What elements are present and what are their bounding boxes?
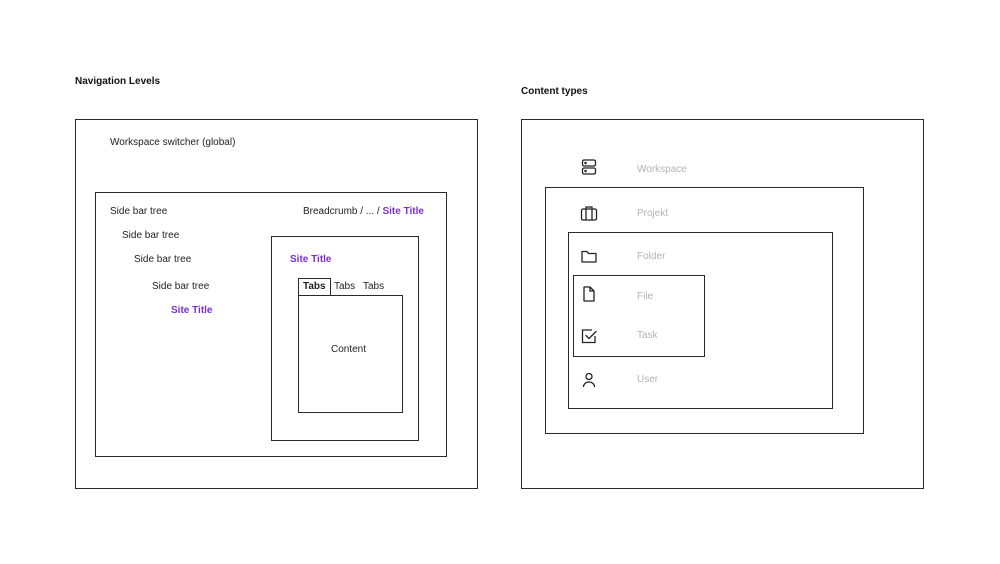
site-frame xyxy=(95,192,447,457)
projekt-type-frame xyxy=(545,187,864,434)
tab-third: Tabs xyxy=(363,281,385,292)
navigation-levels-heading: Navigation Levels xyxy=(75,76,161,87)
file-icon xyxy=(580,285,598,303)
sidebar-tree-level-4: Side bar tree xyxy=(152,281,210,292)
breadcrumb-site-title: Site Title xyxy=(382,206,424,217)
folder-type-frame xyxy=(568,232,833,409)
tab-second: Tabs xyxy=(334,281,356,292)
sidebar-tree-level-2: Side bar tree xyxy=(122,230,180,241)
file-task-type-frame xyxy=(573,275,705,357)
type-label-projekt: Projekt xyxy=(637,208,669,219)
content-label: Content xyxy=(331,344,367,355)
briefcase-icon xyxy=(580,204,598,222)
user-icon xyxy=(580,371,598,389)
workspace-type-frame xyxy=(521,119,924,489)
sidebar-tree-level-3: Side bar tree xyxy=(134,254,192,265)
tab-active: Tabs xyxy=(298,278,331,295)
type-label-workspace: Workspace xyxy=(637,164,687,175)
workspace-frame xyxy=(75,119,478,489)
folder-icon xyxy=(580,247,598,265)
sidebar-tree-level-1: Side bar tree xyxy=(110,206,168,217)
checkbox-icon xyxy=(580,327,598,345)
breadcrumb-path: Breadcrumb / ... / xyxy=(303,206,383,217)
type-label-folder: Folder xyxy=(637,251,666,262)
content-frame xyxy=(298,295,403,413)
workspace-switcher-label: Workspace switcher (global) xyxy=(110,137,236,148)
page-frame xyxy=(271,236,419,441)
content-types-heading: Content types xyxy=(521,86,588,97)
type-label-file: File xyxy=(637,291,654,302)
type-label-task: Task xyxy=(637,330,658,341)
page-site-title: Site Title xyxy=(290,254,332,265)
sidebar-site-title: Site Title xyxy=(171,305,213,316)
type-label-user: User xyxy=(637,374,659,385)
breadcrumb: Breadcrumb / ... / Site Title xyxy=(303,206,424,217)
server-icon xyxy=(580,158,598,176)
